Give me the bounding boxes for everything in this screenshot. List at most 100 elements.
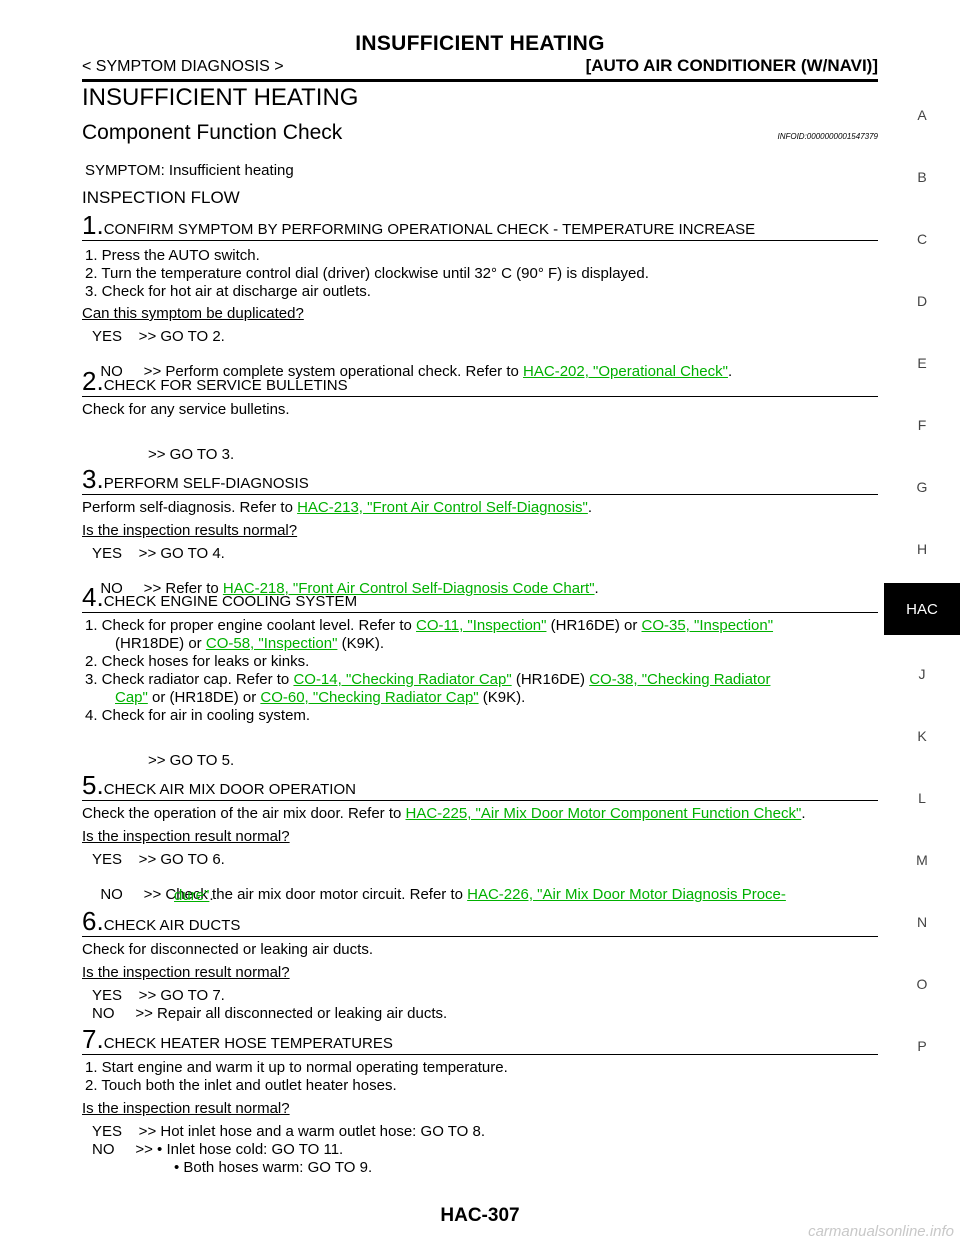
step-4-line-3b-mid: or (HR18DE) or (147, 689, 261, 706)
step-4-line-1b-end: (K9K). (337, 635, 385, 652)
link-co-38-cont[interactable]: Cap" (115, 689, 148, 706)
step-1-yes: YES >> GO TO 2. (92, 328, 225, 345)
step-3-line-text: Perform self-diagnosis. Refer to (82, 499, 298, 516)
link-co-35[interactable]: CO-35, "Inspection" (641, 617, 774, 634)
step-2-number: 2. (82, 366, 104, 396)
step-4-title: CHECK ENGINE COOLING SYSTEM (103, 593, 358, 610)
step-7-no-1: NO >> • Inlet hose cold: GO TO 11. (92, 1141, 344, 1158)
side-index-h[interactable]: H (916, 541, 928, 557)
header-divider (82, 79, 878, 82)
step-4-line-3-mid: (HR16DE) (511, 671, 590, 688)
link-hac-226-cont[interactable]: dure" (174, 887, 210, 904)
step-5-number: 5. (82, 770, 104, 800)
header-section-label: < SYMPTOM DIAGNOSIS > (82, 58, 284, 75)
side-index-g[interactable]: G (916, 479, 928, 495)
step-4-header: 4.CHECK ENGINE COOLING SYSTEM (82, 584, 878, 613)
link-co-14[interactable]: CO-14, "Checking Radiator Cap" (293, 671, 512, 688)
step-6-yes: YES >> GO TO 7. (92, 987, 225, 1004)
step-1-header: 1.CONFIRM SYMPTOM BY PERFORMING OPERATIO… (82, 212, 878, 241)
step-2-go: >> GO TO 3. (148, 446, 235, 463)
step-5-no-end: . (209, 887, 214, 904)
step-1-line-3: 3. Check for hot air at discharge air ou… (85, 283, 371, 300)
step-5-title: CHECK AIR MIX DOOR OPERATION (103, 781, 356, 798)
side-index-j[interactable]: J (918, 666, 926, 682)
link-hac-225[interactable]: HAC-225, "Air Mix Door Motor Component F… (405, 805, 802, 822)
side-index-m[interactable]: M (916, 852, 928, 868)
step-5-yes: YES >> GO TO 6. (92, 851, 225, 868)
watermark: carmanualsonline.info (808, 1223, 954, 1240)
side-index-d[interactable]: D (916, 293, 928, 309)
link-co-58[interactable]: CO-58, "Inspection" (205, 635, 338, 652)
step-2-line-1: Check for any service bulletins. (82, 401, 290, 418)
step-3-line-end: . (587, 499, 593, 516)
subsection-title: Component Function Check (82, 121, 343, 144)
side-index-a[interactable]: A (917, 107, 927, 123)
side-index-o[interactable]: O (916, 976, 928, 992)
side-index-e[interactable]: E (917, 355, 927, 371)
step-3-yes: YES >> GO TO 4. (92, 545, 225, 562)
step-4-line-4: 4. Check for air in cooling system. (85, 707, 311, 724)
step-3-no: NO >> Refer to HAC-218, "Front Air Contr… (92, 563, 599, 597)
step-4-line-3b: Cap" or (HR18DE) or CO-60, "Checking Rad… (115, 689, 525, 706)
step-7-number: 7. (82, 1024, 104, 1054)
header-system-label: [AUTO AIR CONDITIONER (W/NAVI)] (585, 56, 878, 75)
step-6-line-1: Check for disconnected or leaking air du… (82, 941, 373, 958)
side-index-hac-active[interactable]: HAC (884, 583, 960, 635)
step-1-title: CONFIRM SYMPTOM BY PERFORMING OPERATIONA… (103, 221, 756, 238)
step-5-no-text: NO >> Check the air mix door motor circu… (100, 886, 468, 903)
link-hac-202[interactable]: HAC-202, "Operational Check" (523, 363, 728, 380)
step-1-no-end: . (727, 363, 733, 380)
step-5-line-1: Check the operation of the air mix door.… (82, 805, 805, 822)
step-4-line-3b-end: (K9K). (478, 689, 526, 706)
side-index-n[interactable]: N (916, 914, 928, 930)
side-index-k[interactable]: K (917, 728, 927, 744)
step-4-line-3: 3. Check radiator cap. Refer to CO-14, "… (85, 671, 878, 688)
step-3-no-text: NO >> Refer to (100, 580, 223, 597)
side-index-b[interactable]: B (917, 169, 927, 185)
side-index-p[interactable]: P (917, 1038, 927, 1054)
step-4-line-2: 2. Check hoses for leaks or kinks. (85, 653, 310, 670)
step-4-go: >> GO TO 5. (148, 752, 235, 769)
step-7-title: CHECK HEATER HOSE TEMPERATURES (103, 1035, 393, 1052)
side-index-l[interactable]: L (918, 790, 926, 806)
step-4-line-3-text: 3. Check radiator cap. Refer to (85, 671, 294, 688)
step-1-line-2: 2. Turn the temperature control dial (dr… (85, 265, 649, 282)
link-co-38[interactable]: CO-38, "Checking Radiator (589, 671, 771, 688)
step-1-no: NO >> Perform complete system operationa… (92, 346, 732, 380)
step-6-title: CHECK AIR DUCTS (103, 917, 241, 934)
step-3-number: 3. (82, 464, 104, 494)
step-5-question: Is the inspection result normal? (82, 828, 290, 845)
step-3-question: Is the inspection results normal? (82, 522, 298, 539)
step-7-no-2: • Both hoses warm: GO TO 9. (174, 1159, 373, 1176)
step-1-number: 1. (82, 210, 104, 240)
step-4-line-1-text: 1. Check for proper engine coolant level… (85, 617, 417, 634)
step-6-question: Is the inspection result normal? (82, 964, 290, 981)
step-1-question: Can this symptom be duplicated? (82, 305, 304, 322)
step-7-yes: YES >> Hot inlet hose and a warm outlet … (92, 1123, 485, 1140)
link-hac-226[interactable]: HAC-226, "Air Mix Door Motor Diagnosis P… (467, 886, 786, 903)
step-4-line-1: 1. Check for proper engine coolant level… (85, 617, 878, 634)
step-7-line-1: 1. Start engine and warm it up to normal… (85, 1059, 508, 1076)
step-7-question: Is the inspection result normal? (82, 1100, 290, 1117)
step-4-line-1b: (HR18DE) or CO-58, "Inspection" (K9K). (115, 635, 384, 652)
step-3-line-1: Perform self-diagnosis. Refer to HAC-213… (82, 499, 592, 516)
link-hac-213[interactable]: HAC-213, "Front Air Control Self-Diagnos… (297, 499, 588, 516)
step-6-no: NO >> Repair all disconnected or leaking… (92, 1005, 448, 1022)
step-3-title: PERFORM SELF-DIAGNOSIS (103, 475, 309, 492)
step-7-header: 7.CHECK HEATER HOSE TEMPERATURES (82, 1026, 878, 1055)
section-title: INSUFFICIENT HEATING (82, 84, 359, 111)
step-5-no-cont: dure". (174, 887, 214, 904)
step-5-line-text: Check the operation of the air mix door.… (82, 805, 406, 822)
side-index-c[interactable]: C (916, 231, 928, 247)
link-hac-218[interactable]: HAC-218, "Front Air Control Self-Diagnos… (222, 580, 595, 597)
step-3-no-end: . (594, 580, 599, 597)
step-1-no-text: NO >> Perform complete system operationa… (100, 363, 524, 380)
page-header-title: INSUFFICIENT HEATING (355, 32, 605, 55)
side-index-f[interactable]: F (917, 417, 927, 433)
info-id: INFOID:0000000001547379 (777, 132, 878, 141)
link-co-11[interactable]: CO-11, "Inspection" (416, 617, 547, 634)
step-4-line-1-mid: (HR16DE) or (546, 617, 642, 634)
step-7-line-2: 2. Touch both the inlet and outlet heate… (85, 1077, 397, 1094)
step-2-header: 2.CHECK FOR SERVICE BULLETINS (82, 368, 878, 397)
link-co-60[interactable]: CO-60, "Checking Radiator Cap" (260, 689, 479, 706)
